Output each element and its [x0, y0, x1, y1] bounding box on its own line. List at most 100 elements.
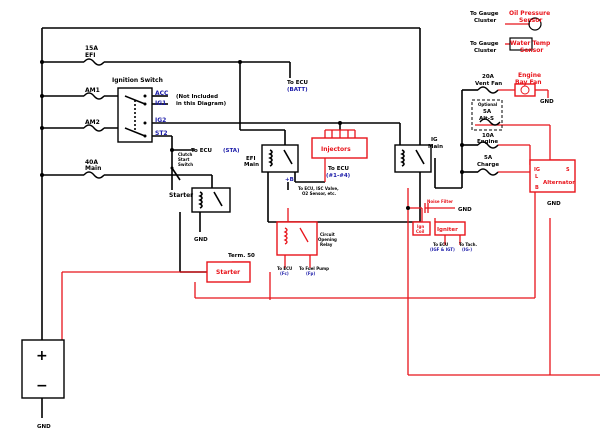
- label-gnd-noise: GND: [458, 207, 472, 213]
- label-ign-coil-2: Coil: [416, 229, 425, 234]
- label-starter-relay: Starter: [169, 192, 193, 199]
- label-engine-bay-1: Engine: [518, 72, 541, 79]
- starter-relay: [191, 187, 231, 213]
- oil-pressure-sensor-icon: [528, 17, 542, 31]
- ig-main-relay: [394, 144, 432, 173]
- label-gnd-starter: GND: [194, 237, 208, 243]
- label-battery-plus: +: [36, 348, 48, 364]
- label-circuit-2: Opening: [318, 237, 337, 242]
- battery: [21, 339, 65, 399]
- label-to-ecu-isc-2: O2 Sensor, etc.: [302, 191, 336, 196]
- fuse-efi: [83, 58, 105, 66]
- label-ig-main-2: Main: [428, 144, 443, 150]
- fuse-main: [83, 171, 105, 179]
- efi-main-relay: [261, 144, 299, 173]
- circuit-opening-relay: [276, 221, 318, 256]
- label-gnd-battery: GND: [37, 424, 51, 430]
- label-fuse-efi-name: EFI: [85, 52, 95, 59]
- label-engine-amp: 10A: [482, 133, 495, 139]
- red-wiring: [61, 23, 600, 376]
- labels: 15A EFI AM1 AM2 40A Main Ignition Switch…: [36, 10, 575, 430]
- label-fuse-am2: AM2: [85, 119, 100, 126]
- label-noise-filter: Noise Filter: [427, 199, 453, 204]
- label-term50: Term. 50: [228, 253, 255, 259]
- label-to-fuel-1: To Fuel Pump: [299, 266, 329, 271]
- label-fuse-am1: AM1: [85, 87, 100, 94]
- label-oil-1: Oil Pressure: [509, 10, 550, 17]
- label-circuit-1: Circuit: [320, 232, 335, 237]
- label-alt-s: S: [566, 167, 570, 173]
- label-fuse-main-amp: 40A: [85, 159, 98, 166]
- engine-bay-fan: [514, 83, 536, 97]
- label-clutch-1: Clutch: [178, 152, 192, 157]
- label-to-gauge-2a: To Gauge: [470, 41, 499, 47]
- label-gnd-fan: GND: [540, 99, 554, 105]
- label-circuit-3: Relay: [320, 242, 333, 247]
- label-ig2: IG2: [155, 117, 166, 124]
- label-acc: ACC: [155, 90, 169, 97]
- junction-dots: [40, 60, 464, 210]
- label-to-tach-1: To Tach.: [459, 242, 477, 247]
- label-fuse-main-name: Main: [85, 165, 101, 172]
- label-alt-l: L: [535, 174, 539, 180]
- label-optional: Optional: [478, 102, 498, 107]
- label-to-ecu: To ECU: [287, 80, 308, 86]
- igniter: [434, 221, 466, 236]
- label-starter-motor: Starter: [216, 269, 240, 276]
- label-to-ecu-igf-2: (IGF & IGT): [430, 247, 455, 252]
- alternator: [529, 159, 576, 193]
- label-to-ecu-isc-1: To ECU, ISC Valve,: [298, 186, 339, 191]
- label-charge-name: Charge: [477, 162, 499, 168]
- label-alt-ig: IG: [534, 167, 540, 173]
- label-alternator: Alternator: [543, 180, 575, 186]
- label-to-ecu-igf-1: To ECU: [433, 242, 448, 247]
- label-alts-name: Alt-S: [479, 116, 494, 122]
- water-temp-sensor-icon: [509, 37, 533, 51]
- label-to-fuel-2: (Fp): [306, 271, 315, 276]
- label-alts-amp: 5A: [483, 109, 492, 115]
- label-engine-name: Engine: [477, 139, 498, 145]
- label-to-ecu-sta: To ECU: [191, 148, 212, 154]
- label-ig1: IG1: [155, 100, 166, 107]
- label-ig-main-1: IG: [431, 137, 438, 143]
- label-vent-name: Vent Fan: [475, 81, 502, 87]
- noise-filter: [424, 203, 429, 213]
- label-to-ecu-fc-2: (Fc): [280, 271, 289, 276]
- label-water-1: Water Temp: [510, 40, 551, 47]
- label-batt: (BATT): [287, 87, 308, 93]
- label-gnd-alt: GND: [547, 201, 561, 207]
- ign-coil: [412, 221, 431, 236]
- fuse-charge: [477, 168, 499, 176]
- label-to-tach-2: (IG-): [462, 247, 472, 252]
- fuse-alts: [479, 118, 501, 126]
- label-not-included-2: in this Diagram): [176, 101, 227, 107]
- fuse-am2: [83, 124, 105, 132]
- starter-motor: [206, 261, 251, 283]
- label-igniter: Igniter: [437, 227, 458, 233]
- label-battery-minus: −: [36, 378, 48, 394]
- optional-box: [471, 99, 503, 131]
- label-charge-amp: 5A: [484, 155, 493, 161]
- label-ign-coil-1: Ign: [417, 224, 424, 229]
- label-injectors: Injectors: [321, 146, 351, 153]
- label-oil-2: Sensor: [519, 17, 542, 24]
- label-st2: ST2: [155, 130, 168, 137]
- fuse-engine: [477, 141, 499, 149]
- fuse-am1: [83, 92, 105, 100]
- label-clutch-2: Start: [178, 157, 189, 162]
- label-fuse-efi-amp: 15A: [85, 45, 98, 52]
- label-inj-range: (#1-#4): [326, 173, 351, 179]
- label-efi-main-1: EFI: [246, 156, 256, 162]
- label-sta: (STA): [223, 148, 240, 154]
- label-to-gauge-1a: To Gauge: [470, 11, 499, 17]
- injectors-box: [311, 137, 368, 159]
- label-to-ecu-fc-1: To ECU: [277, 266, 292, 271]
- label-not-included-1: (Not Included: [176, 94, 218, 100]
- label-alt-b: B: [535, 185, 539, 191]
- label-to-gauge-1b: Cluster: [474, 18, 496, 24]
- label-vent-amp: 20A: [482, 74, 495, 80]
- label-to-ecu-inj: To ECU: [328, 166, 349, 172]
- label-efi-main-2: Main: [244, 162, 259, 168]
